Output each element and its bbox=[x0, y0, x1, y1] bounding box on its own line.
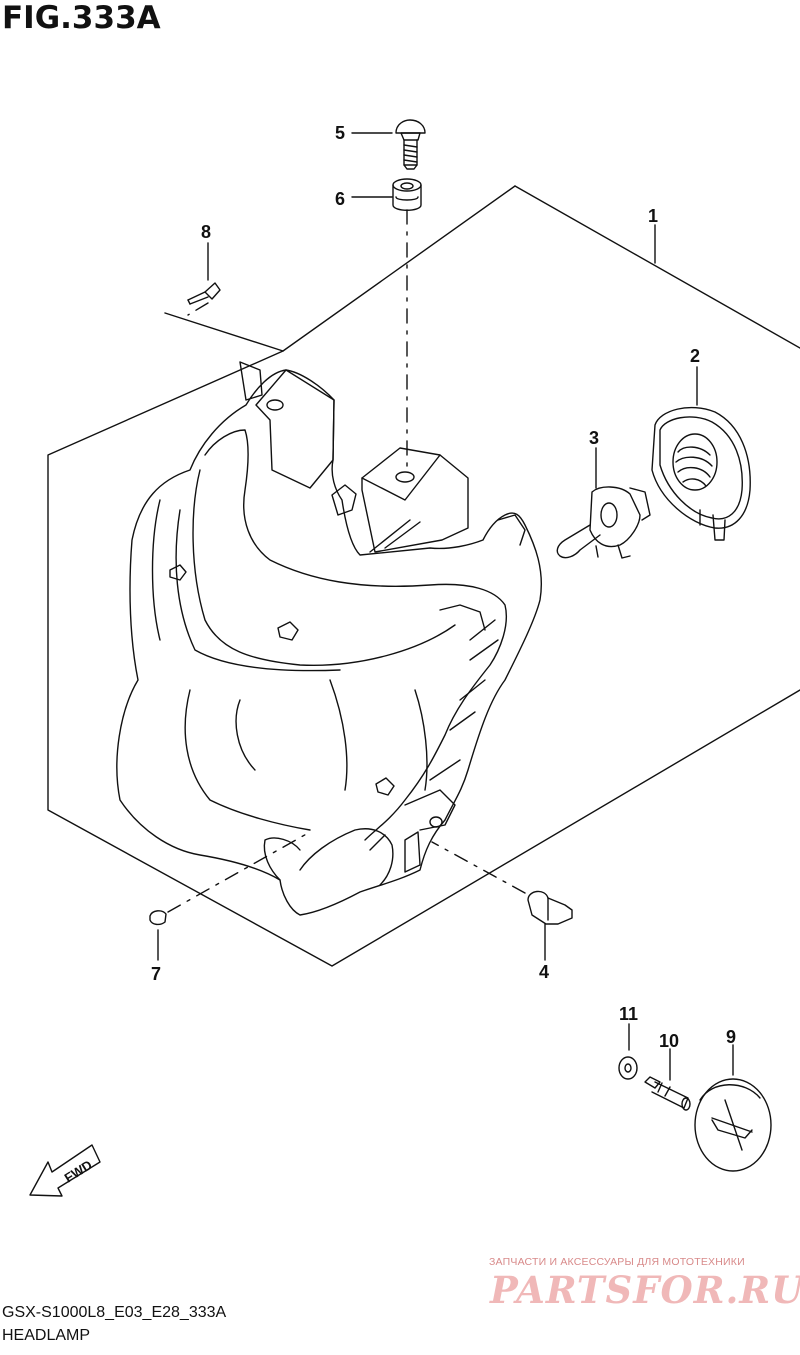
callout-2: 2 bbox=[690, 346, 700, 366]
screw-8 bbox=[187, 282, 221, 305]
callout-11: 11 bbox=[619, 1004, 638, 1024]
callout-4: 4 bbox=[539, 962, 549, 982]
callout-8: 8 bbox=[201, 222, 211, 242]
cap-7 bbox=[149, 910, 167, 926]
bulb-3 bbox=[556, 486, 651, 559]
socket-2 bbox=[651, 406, 751, 541]
screw-5 bbox=[395, 119, 426, 170]
headlamp-housing bbox=[116, 361, 542, 916]
callout-1: 1 bbox=[648, 206, 658, 226]
callout-9: 9 bbox=[726, 1027, 736, 1047]
grommet-6 bbox=[392, 178, 422, 211]
washer-11 bbox=[618, 1056, 638, 1080]
watermark-tagline: ЗАПЧАСТИ И АКСЕССУАРЫ ДЛЯ МОТОТЕХНИКИ bbox=[489, 1256, 745, 1268]
figure-title: FIG.333A bbox=[2, 0, 161, 36]
fwd-arrow bbox=[29, 1144, 101, 1197]
callout-leaders bbox=[157, 132, 734, 1081]
callout-10: 10 bbox=[659, 1031, 679, 1051]
callout-6: 6 bbox=[335, 189, 345, 209]
assembly-box-outline bbox=[47, 185, 800, 967]
callout-5: 5 bbox=[335, 123, 345, 143]
leader-lines bbox=[167, 209, 526, 913]
figure-name: HEADLAMP bbox=[2, 1327, 91, 1344]
bolt-10 bbox=[644, 1076, 691, 1111]
callout-3: 3 bbox=[589, 428, 599, 448]
watermark-logo: PARTSFOR.RU bbox=[490, 1268, 800, 1312]
figure-code: GSX-S1000L8_E03_E28_333A bbox=[2, 1304, 227, 1321]
callout-7: 7 bbox=[151, 964, 161, 984]
clip-4 bbox=[527, 890, 573, 925]
cover-9 bbox=[694, 1078, 772, 1172]
